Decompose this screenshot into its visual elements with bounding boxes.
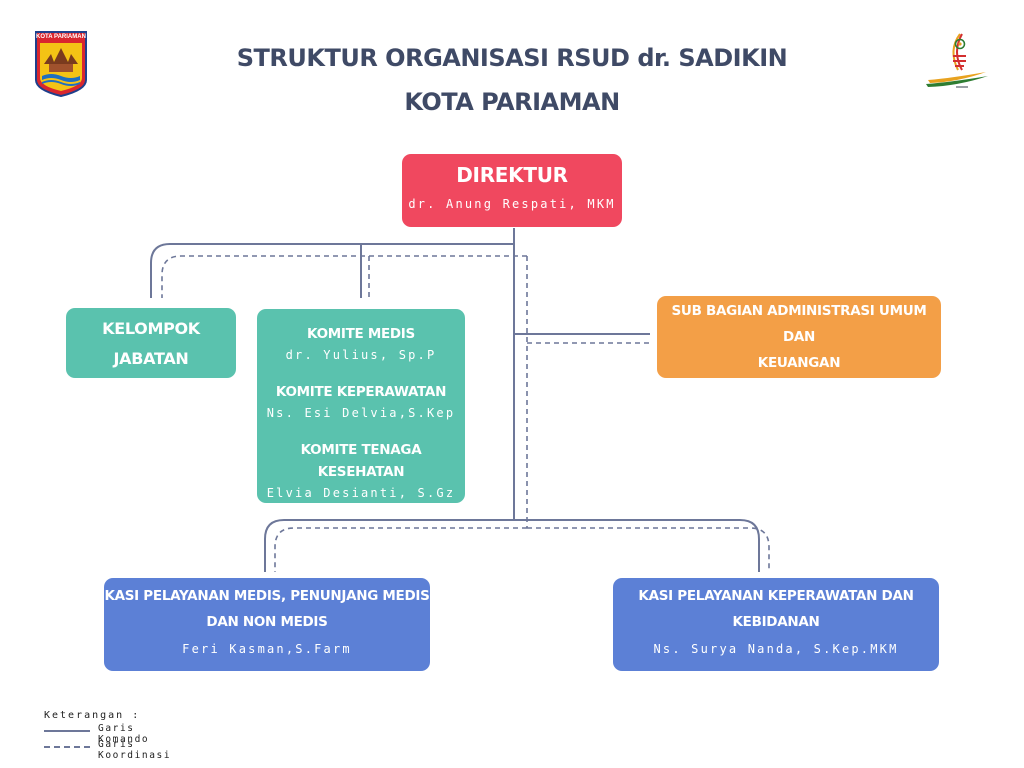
coordination-lines <box>161 255 770 572</box>
kjf-title-line2: FUNGSIONAL <box>93 379 209 398</box>
kelompok-jabatan-fungsional-box: KELOMPOK JABATAN FUNGSIONAL <box>66 308 236 398</box>
kasi-pelayanan-keperawatan-box: KASI PELAYANAN KEPERAWATAN DAN KEBIDANAN… <box>613 578 939 671</box>
dashed-line-swatch <box>44 746 90 748</box>
sub-bagian-administrasi-box: SUB BAGIAN ADMINISTRASI UMUM DAN KEUANGA… <box>657 296 941 393</box>
rsud-emblem-logo <box>922 30 992 92</box>
direktur-box: DIREKTUR dr. Anung Respati, MKM <box>402 154 622 227</box>
page-subtitle: KOTA PARIAMAN <box>404 88 620 116</box>
legend-komando: Garis Komando <box>44 723 148 745</box>
komite-box: KOMITE MEDIS dr. Yulius, Sp.P KOMITE KEP… <box>257 309 465 503</box>
subbag-name: Dyanti Oktalina, S.Kep, M.Kes <box>662 379 936 393</box>
legend: Keterangan : Garis Komando Garis Koordin… <box>44 710 170 761</box>
komite-keperawatan: KOMITE KEPERAWATAN Ns. Esi Delvia,S.Kep <box>257 381 465 423</box>
kasi-keperawatan-title-line1: KASI PELAYANAN KEPERAWATAN DAN <box>638 588 914 604</box>
kasi-medis-name: Feri Kasman,S.Farm <box>182 642 352 656</box>
komite-tenaga-kesehatan: KOMITE TENAGA KESEHATAN Elvia Desianti, … <box>257 439 465 503</box>
solid-line-swatch <box>44 730 90 732</box>
kasi-medis-title-line2: DAN NON MEDIS <box>206 614 328 630</box>
subbag-title-line1: SUB BAGIAN ADMINISTRASI UMUM DAN <box>671 303 927 345</box>
legend-title: Keterangan : <box>44 710 141 721</box>
komite-medis: KOMITE MEDIS dr. Yulius, Sp.P <box>257 323 465 365</box>
komite-title: KOMITE TENAGA KESEHATAN <box>300 442 422 480</box>
kasi-keperawatan-name: Ns. Surya Nanda, S.Kep.MKM <box>653 642 899 656</box>
kasi-keperawatan-title-line2: KEBIDANAN <box>732 614 820 630</box>
kjf-title-line1: KELOMPOK JABATAN <box>102 319 200 368</box>
komite-title: KOMITE MEDIS <box>307 326 415 342</box>
direktur-title: DIREKTUR <box>456 163 568 187</box>
komite-name: Elvia Desianti, S.Gz <box>266 486 456 500</box>
komite-name: dr. Yulius, Sp.P <box>285 348 437 362</box>
komite-title: KOMITE KEPERAWATAN <box>275 384 447 400</box>
kota-pariaman-logo: KOTA PARIAMAN <box>34 30 88 98</box>
command-lines <box>150 228 760 572</box>
komite-name: Ns. Esi Delvia,S.Kep <box>266 406 456 420</box>
page-title: STRUKTUR ORGANISASI RSUD dr. SADIKIN <box>236 44 788 72</box>
legend-koordinasi: Garis Koordinasi <box>44 739 170 761</box>
kasi-pelayanan-medis-box: KASI PELAYANAN MEDIS, PENUNJANG MEDIS DA… <box>104 578 430 671</box>
direktur-name: dr. Anung Respati, MKM <box>408 197 616 211</box>
legend-koordinasi-label: Garis Koordinasi <box>98 739 172 761</box>
subbag-title-line2: KEUANGAN <box>757 355 841 371</box>
legend-komando-label: Garis Komando <box>98 723 150 745</box>
kasi-medis-title-line1: KASI PELAYANAN MEDIS, PENUNJANG MEDIS <box>104 588 430 604</box>
logo-text: KOTA PARIAMAN <box>36 34 86 40</box>
